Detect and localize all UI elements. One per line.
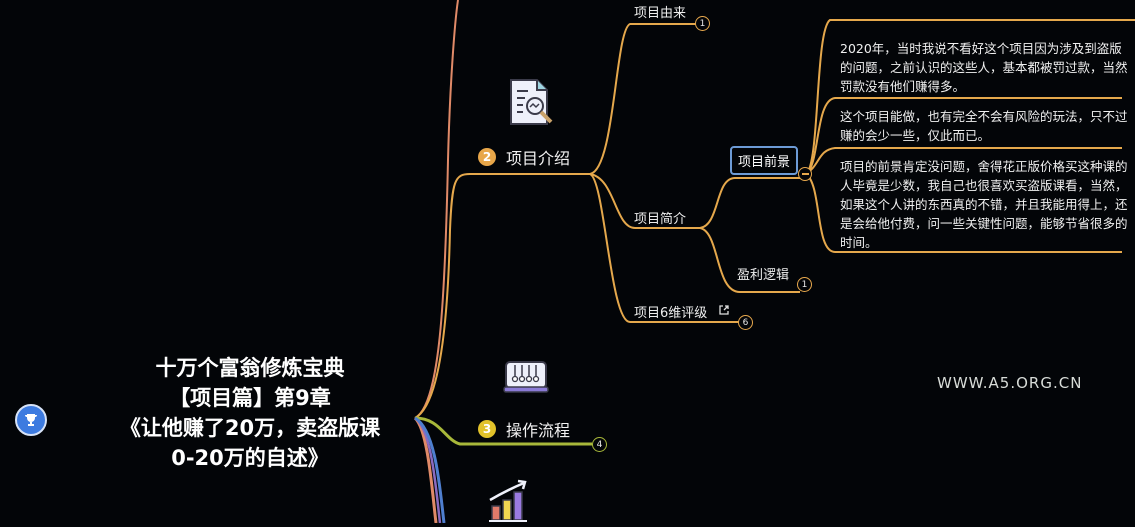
leaf-note-3[interactable]: 项目的前景肯定没问题，舍得花正版价格买这种课的人毕竟是少数，我自己也很喜欢买盗版… bbox=[840, 159, 1128, 250]
watermark-text: WWW.A5.ORG.CN bbox=[937, 374, 1083, 392]
subtopic-project-summary[interactable]: 项目简介 bbox=[634, 212, 687, 227]
collapse-minus-icon[interactable] bbox=[798, 167, 812, 181]
topic-number-badge: 2 bbox=[478, 148, 496, 166]
collapsed-count-badge[interactable]: 1 bbox=[695, 16, 710, 31]
root-topic[interactable]: 十万个富翁修炼宝典 【项目篇】第9章 《让他赚了20万，卖盗版课 0-20万的自… bbox=[60, 353, 440, 473]
branch-leaf-3-under bbox=[805, 173, 1122, 253]
branch-topic-3 bbox=[414, 416, 592, 446]
subtopic-profit-logic[interactable]: 盈利逻辑 bbox=[737, 268, 790, 283]
topic-operation-flow[interactable]: 3 操作流程 bbox=[478, 417, 570, 441]
document-analysis-icon bbox=[508, 77, 554, 131]
subtopic-project-prospect-selected[interactable]: 项目前景 bbox=[730, 146, 799, 175]
branch-intro bbox=[589, 173, 700, 229]
leaf-note-1[interactable]: 2020年，当时我说不看好这个项目因为涉及到盗版的问题，之前认识的这些人，基本都… bbox=[840, 41, 1128, 94]
branch-topic-1 bbox=[414, 0, 459, 419]
topic-label: 操作流程 bbox=[506, 421, 571, 440]
growth-chart-icon bbox=[487, 478, 531, 527]
collapsed-count-badge[interactable]: 1 bbox=[797, 277, 812, 292]
external-link-icon[interactable] bbox=[719, 304, 729, 319]
collapsed-count-badge[interactable]: 6 bbox=[738, 315, 753, 330]
subtopic-6d-rating[interactable]: 项目6维评级 bbox=[634, 302, 729, 321]
branch-leaf-1 bbox=[805, 19, 1135, 175]
branch-topic-2 bbox=[414, 173, 590, 419]
root-title-line-4: 0-20万的自述》 bbox=[171, 446, 329, 470]
leaf-note-2[interactable]: 这个项目能做，也有完全不会有风险的玩法，只不过赚的会少一些，仅此而已。 bbox=[840, 109, 1128, 143]
newtons-cradle-icon bbox=[503, 359, 549, 399]
root-trophy-icon bbox=[15, 404, 47, 436]
collapsed-count-badge[interactable]: 4 bbox=[592, 437, 607, 452]
branch-topic-4c bbox=[414, 416, 446, 523]
branch-rating bbox=[589, 173, 740, 323]
subtopic-project-origin[interactable]: 项目由来 bbox=[634, 6, 687, 21]
root-title-line-2: 【项目篇】第9章 bbox=[169, 386, 331, 410]
branch-leaf-2 bbox=[805, 97, 1122, 175]
branch-profit bbox=[699, 227, 800, 293]
root-title-line-1: 十万个富翁修炼宝典 bbox=[155, 356, 345, 380]
topic-label: 项目介绍 bbox=[506, 149, 571, 168]
topic-project-intro[interactable]: 2 项目介绍 bbox=[478, 145, 570, 169]
branch-origin bbox=[589, 23, 696, 175]
root-title-line-3: 《让他赚了20万，卖盗版课 bbox=[119, 416, 381, 440]
topic-number-badge: 3 bbox=[478, 420, 496, 438]
subtopic-label: 项目6维评级 bbox=[634, 306, 708, 321]
branch-prospect bbox=[699, 177, 802, 229]
